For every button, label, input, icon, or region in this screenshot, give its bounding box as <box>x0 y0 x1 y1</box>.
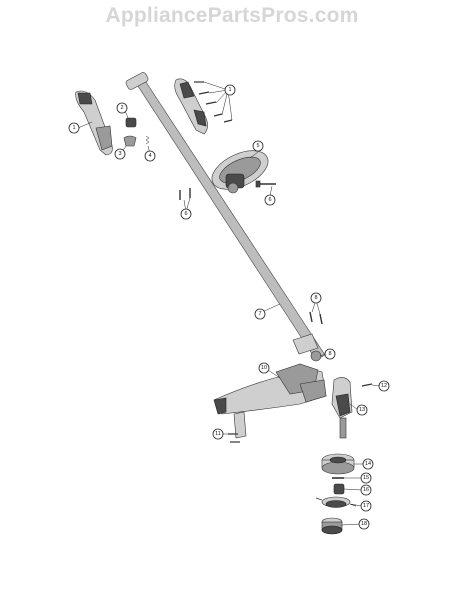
callout-14: 14 <box>362 458 374 470</box>
callout-label: 18 <box>361 521 367 527</box>
callout-1a: 1 <box>68 122 80 134</box>
callout-18: 18 <box>358 518 370 530</box>
trimmer-shaft <box>125 72 326 362</box>
handle-left-half <box>75 90 113 156</box>
callout-label: 16 <box>363 487 369 493</box>
callout-label: 1 <box>72 125 75 131</box>
callout-label: 6 <box>184 211 187 217</box>
callout-10: 10 <box>258 362 270 374</box>
switch-part <box>125 117 137 128</box>
callout-label: 7 <box>258 311 261 317</box>
callout-8b: 8 <box>324 348 336 360</box>
spring-part <box>145 135 150 145</box>
guard-bracket <box>228 411 247 443</box>
callout-label: 8 <box>314 295 317 301</box>
line-spool <box>315 496 357 508</box>
callout-2: 2 <box>116 102 128 114</box>
callout-label: 5 <box>256 143 259 149</box>
callout-8a: 8 <box>310 292 322 304</box>
spool-spring <box>333 483 345 495</box>
watermark-text: AppliancePartsPros.com <box>105 4 359 27</box>
callout-label: 1 <box>228 87 231 93</box>
callout-13: 13 <box>356 404 368 416</box>
callout-6b: 6 <box>180 208 192 220</box>
trimmer-guard <box>213 363 327 415</box>
callout-15: 15 <box>360 472 372 484</box>
callout-label: 17 <box>363 503 369 509</box>
nut-screws <box>179 188 323 325</box>
spool-cover <box>321 453 355 475</box>
bump-knob <box>321 517 343 535</box>
callout-label: 15 <box>363 475 369 481</box>
callout-16: 16 <box>360 484 372 496</box>
callout-5: 5 <box>252 140 264 152</box>
callout-label: 13 <box>359 407 365 413</box>
callout-label: 14 <box>365 461 371 467</box>
trigger-part <box>123 135 137 147</box>
callout-label: 6 <box>268 197 271 203</box>
handle-bolt <box>255 180 276 188</box>
callout-label: 4 <box>148 153 151 159</box>
callout-4: 4 <box>144 150 156 162</box>
motor-housing <box>331 377 353 439</box>
callout-11: 11 <box>212 428 224 440</box>
motor-screw <box>361 383 373 387</box>
callout-7: 7 <box>254 308 266 320</box>
callout-label: 3 <box>118 151 121 157</box>
auxiliary-handle <box>211 150 269 194</box>
callout-label: 11 <box>215 431 221 437</box>
leader-lines <box>77 81 381 526</box>
handle-right-half <box>174 78 208 135</box>
callout-label: 10 <box>261 365 267 371</box>
callout-6: 6 <box>264 194 276 206</box>
callout-label: 8 <box>328 351 331 357</box>
callout-label: 2 <box>120 105 123 111</box>
callout-17: 17 <box>360 500 372 512</box>
callout-1b: 1 <box>224 84 236 96</box>
callout-label: 12 <box>381 383 387 389</box>
handle-screws <box>194 81 233 123</box>
callout-3: 3 <box>114 148 126 160</box>
callout-12: 12 <box>378 380 390 392</box>
